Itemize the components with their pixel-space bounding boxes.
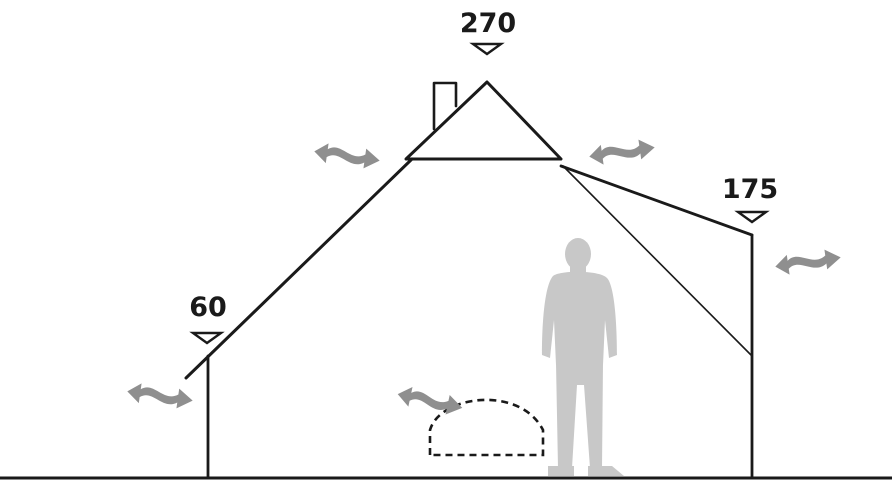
wavy-double-arrow-icon	[773, 247, 843, 277]
wavy-double-arrow-icon	[395, 384, 465, 418]
wavy-double-arrow-icon	[587, 137, 657, 167]
right-roof-edge	[559, 164, 754, 237]
right-wall-height-label: 175	[722, 174, 778, 205]
left-wall-height-label: 60	[189, 292, 227, 323]
ridge-cap	[404, 80, 563, 161]
down-triangle-marker-icon	[191, 331, 223, 345]
roof-vent-chimney	[432, 81, 458, 131]
left-roof-slope	[184, 157, 414, 380]
down-triangle-marker-icon	[471, 42, 503, 56]
wavy-double-arrow-icon	[312, 141, 382, 171]
person-silhouette-icon	[542, 238, 624, 476]
wavy-double-arrow-icon	[125, 381, 195, 411]
right-inner-slope	[562, 165, 753, 357]
inner-tent-dome	[428, 398, 545, 457]
down-triangle-marker-icon	[736, 210, 768, 224]
peak-height-label: 270	[460, 8, 516, 39]
